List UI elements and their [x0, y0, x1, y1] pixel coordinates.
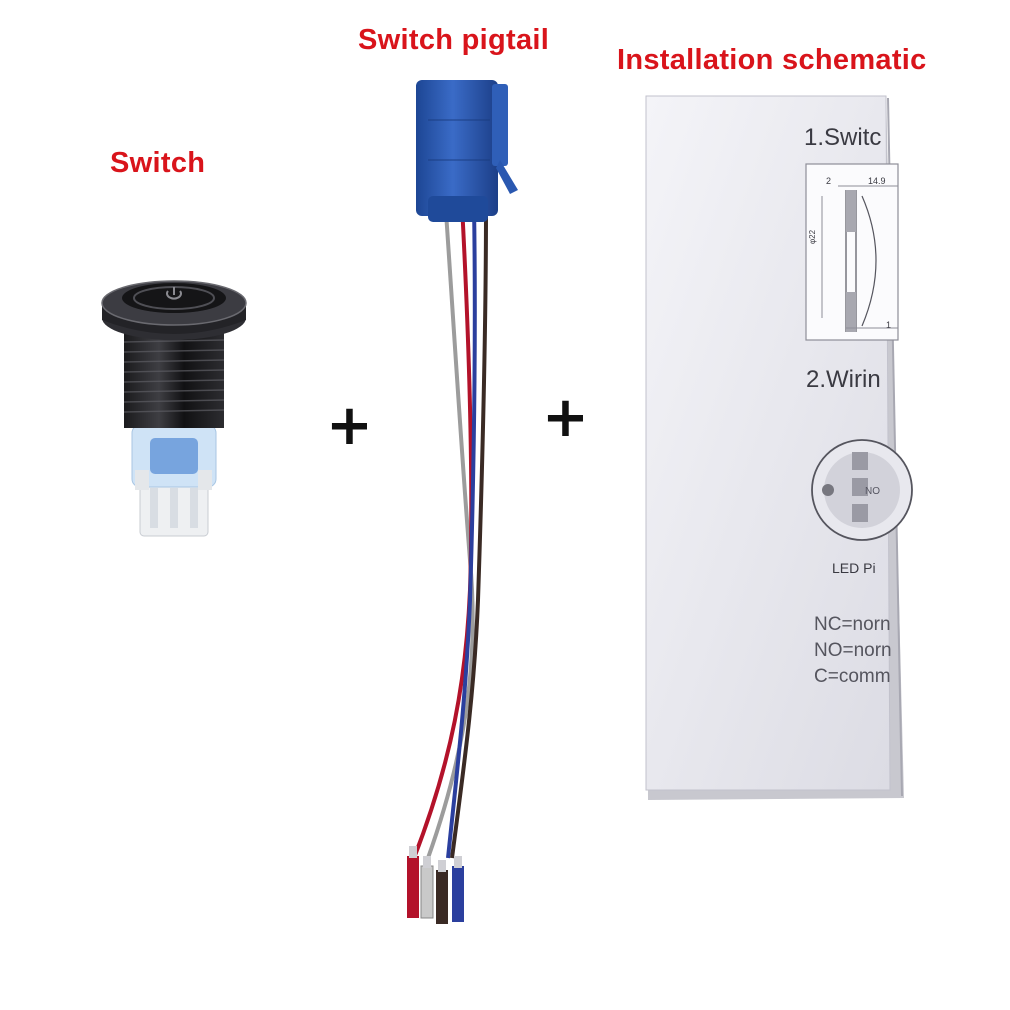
plus-sign: +	[542, 385, 589, 450]
sheet-dim-a: 2	[826, 176, 832, 186]
schematic-label: Installation schematic	[617, 44, 927, 76]
sheet-led-label: LED Pi	[832, 560, 876, 576]
sheet-legend-no: NO=norn	[814, 640, 892, 661]
sheet-dim-d: 1	[886, 320, 892, 330]
pigtail-image	[407, 80, 518, 924]
sheet-legend-c: C=comm	[814, 666, 891, 687]
sheet-heading-switch: 1.Switc	[804, 124, 882, 151]
sheet-heading-wiring: 2.Wirin	[806, 366, 881, 393]
sheet-pin-no: NO	[865, 486, 880, 497]
plus-sign: +	[326, 393, 373, 458]
switch-image	[101, 280, 247, 537]
sheet-dim-c: φ22	[808, 229, 817, 244]
pigtail-label: Switch pigtail	[358, 24, 550, 56]
switch-label: Switch	[110, 147, 206, 179]
sheet-dim-b: 14.9	[868, 176, 886, 186]
schematic-sheet	[645, 95, 913, 800]
sheet-legend-nc: NC=norn	[814, 614, 891, 635]
